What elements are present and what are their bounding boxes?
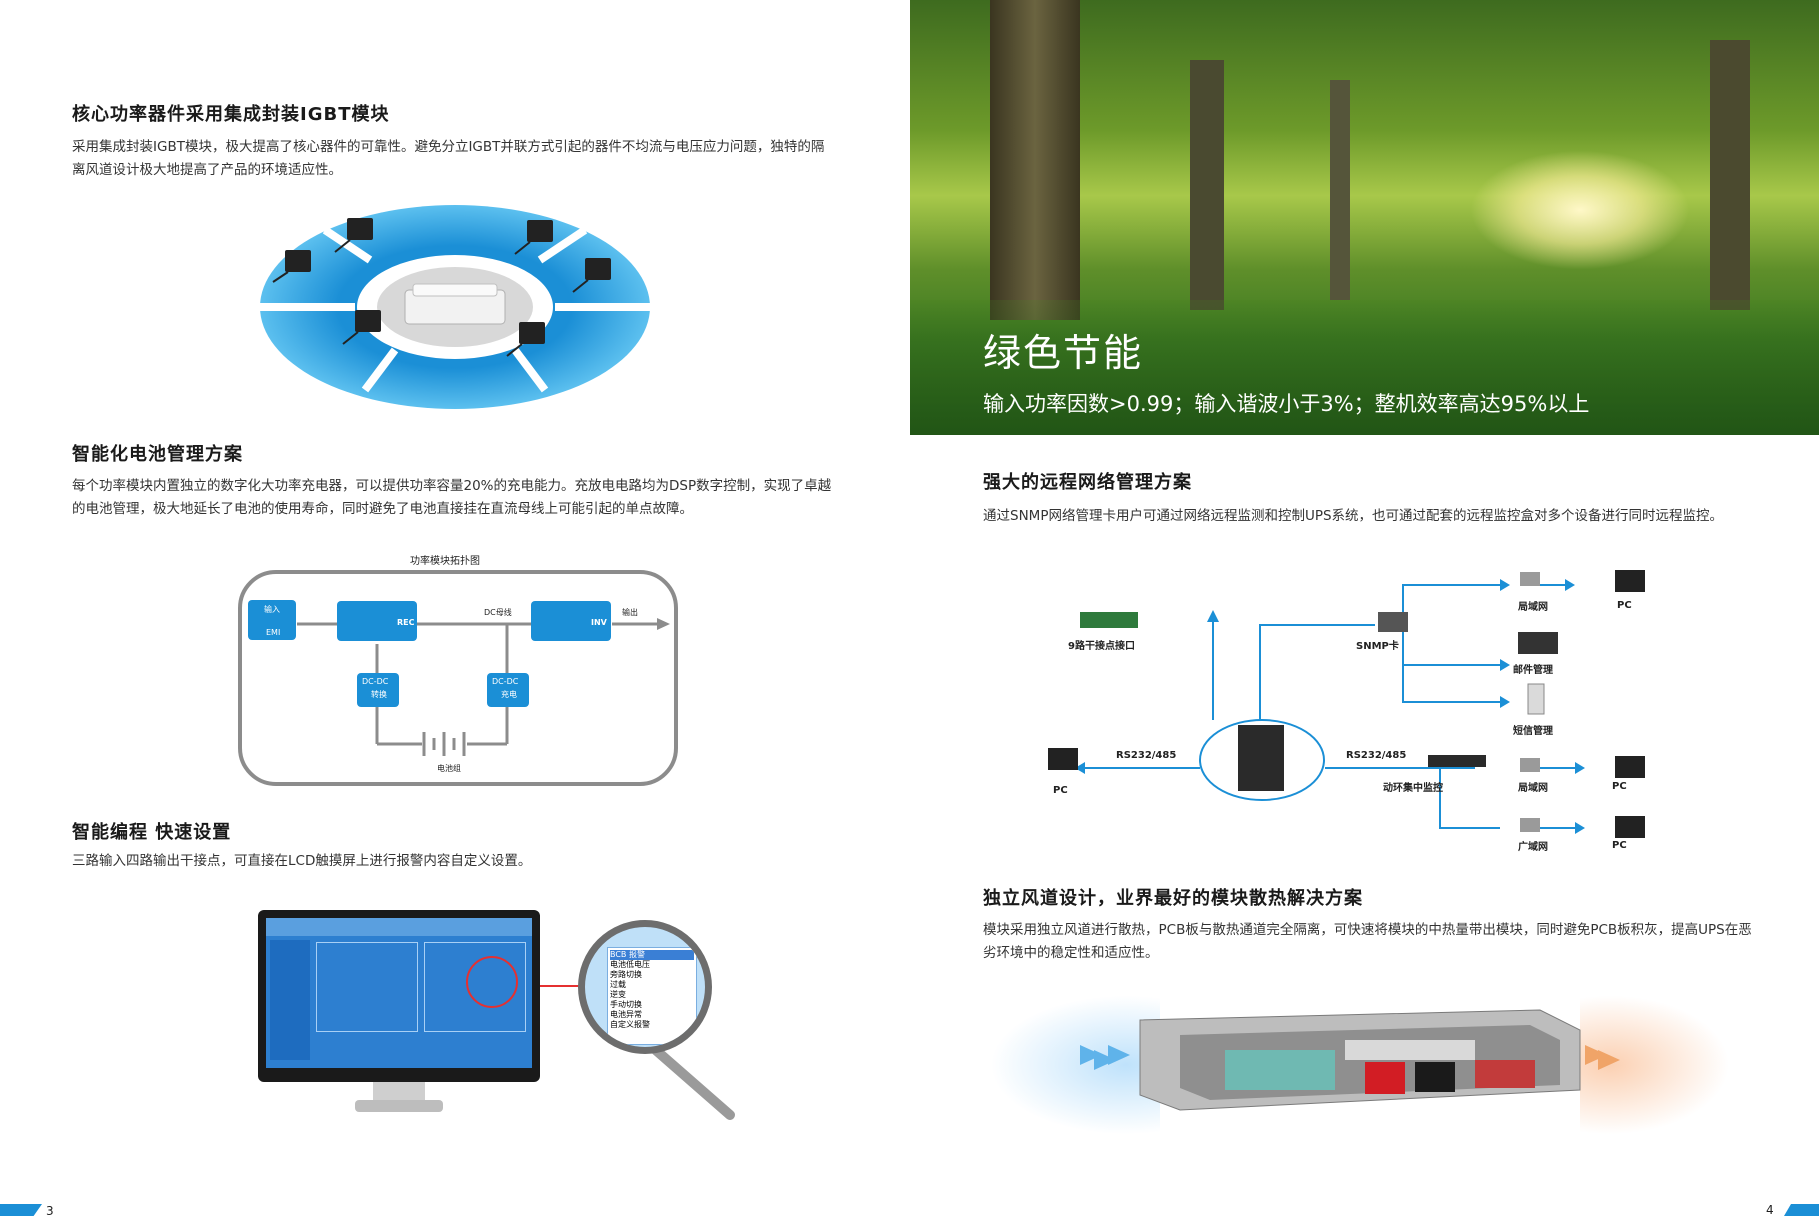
dcdc-right-label: DC-DC	[492, 677, 519, 686]
section-title-igbt: 核心功率器件采用集成封装IGBT模块	[72, 104, 390, 125]
emi-block	[248, 600, 296, 640]
magnifier-connector	[540, 985, 735, 1120]
page-number-left: 3	[46, 1204, 54, 1218]
dcdc-right-sub: 充电	[501, 690, 517, 699]
section-body-network: 通过SNMP网络管理卡用户可通过网络远程监测和控制UPS系统，也可通过配套的远程…	[983, 508, 1724, 524]
pc-icon	[1615, 570, 1645, 592]
lcd-monitor	[258, 910, 540, 1082]
output-label: 输出	[622, 608, 638, 617]
dcdc-left-label: DC-DC	[362, 677, 389, 686]
snmp-card-icon	[1378, 612, 1408, 632]
topology-lines	[297, 618, 670, 756]
label-wan: 广域网	[1518, 842, 1548, 853]
section-body-airflow: 模块采用独立风道进行散热，PCB板与散热通道完全隔离，可快速将模块的中热量带出模…	[983, 922, 1752, 961]
label-email: 邮件管理	[1513, 665, 1553, 676]
emi-label: EMI	[266, 628, 281, 637]
power-module-illustration	[1080, 1009, 1620, 1111]
banner-subtitle: 输入功率因数>0.99；输入谐波小于3%；整机效率高达95%以上	[983, 392, 1590, 416]
phone-icon	[1527, 683, 1545, 715]
sunlight-glow	[1470, 150, 1690, 270]
grass-field	[910, 300, 1819, 435]
section-title-battery: 智能化电池管理方案	[72, 444, 243, 465]
forest-banner	[910, 0, 1819, 435]
label-pc-1: PC	[1617, 600, 1632, 611]
lcd-screen	[266, 918, 532, 1068]
magnifier-lens: BCB 报警 电池低电压 旁路切换 过载 逆变 手动切换 电池异常 自定义报警	[578, 920, 712, 1054]
alarm-item: BCB 报警	[610, 950, 694, 960]
monitor-neck	[373, 1082, 425, 1100]
emi-input-label: 输入	[264, 605, 280, 614]
igbt-module-icon	[404, 283, 506, 325]
fan-icon	[1365, 1062, 1405, 1094]
alarm-item: 电池异常	[610, 1010, 642, 1019]
ups-cabinet-icon	[1238, 725, 1284, 791]
cold-air-arrows	[1080, 1045, 1130, 1070]
section-body-programming: 三路输入四路输出干接点，可直接在LCD触摸屏上进行报警内容自定义设置。	[72, 853, 532, 869]
alarm-item: 过载	[610, 980, 626, 989]
network-diagram	[1048, 570, 1645, 838]
alarm-item: 手动切换	[610, 1000, 642, 1009]
topology-title: 功率模块拓扑图	[410, 556, 480, 567]
section-title-network: 强大的远程网络管理方案	[983, 472, 1192, 493]
tree-trunk	[990, 0, 1080, 320]
label-snmp: SNMP卡	[1356, 641, 1399, 652]
monitor-box-icon	[1428, 755, 1486, 767]
alarm-item: 逆变	[610, 990, 626, 999]
pc-icon	[1048, 748, 1078, 770]
label-pc-3: PC	[1612, 840, 1627, 851]
dcdc-left-block	[357, 673, 399, 707]
igbt-ring-diagram	[260, 205, 650, 409]
battery-label: 电池组	[437, 764, 461, 773]
page-tab-left	[0, 1204, 42, 1216]
label-rs-right: RS232/485	[1346, 750, 1407, 761]
banner-title: 绿色节能	[983, 331, 1144, 375]
alarm-item: 电池低电压	[610, 960, 650, 969]
label-monitor: 动环集中监控	[1383, 783, 1443, 794]
label-dry-contact: 9路干接点接口	[1068, 641, 1135, 652]
section-body-igbt: 采用集成封装IGBT模块，极大提高了核心器件的可靠性。避免分立IGBT并联方式引…	[72, 139, 825, 178]
section-body-battery: 每个功率模块内置独立的数字化大功率充电器，可以提供功率容量20%的充电能力。充放…	[72, 478, 832, 517]
router-icon	[1520, 818, 1540, 832]
cold-air-glow	[990, 995, 1160, 1135]
label-lan-1: 局域网	[1518, 602, 1548, 613]
pc-icon	[1615, 816, 1645, 838]
page-number-right: 4	[1766, 1203, 1774, 1217]
rec-label: REC	[397, 618, 415, 627]
label-lan-2: 局域网	[1518, 783, 1548, 794]
hot-air-arrows	[1585, 1045, 1620, 1070]
dcdc-right-block	[487, 673, 529, 707]
tree-trunk	[1330, 80, 1350, 300]
page-tab-right	[1784, 1204, 1819, 1216]
inv-label: INV	[591, 618, 607, 627]
section-title-airflow: 独立风道设计，业界最好的模块散热解决方案	[983, 888, 1363, 909]
tree-trunk	[1190, 60, 1224, 310]
label-rs-left: RS232/485	[1116, 750, 1177, 761]
pc-icon	[1615, 756, 1645, 778]
alarm-item: 自定义报警	[610, 1020, 650, 1029]
label-pc-left: PC	[1053, 785, 1068, 796]
label-sms: 短信管理	[1513, 726, 1553, 737]
dcdc-left-sub: 转换	[371, 690, 387, 699]
rec-block	[337, 601, 417, 641]
router-icon	[1520, 572, 1540, 586]
dry-contact-board-icon	[1080, 612, 1138, 628]
section-title-programming: 智能编程 快速设置	[72, 822, 232, 843]
battery-symbol	[422, 732, 466, 756]
tree-trunk	[1710, 40, 1750, 310]
transistor-icons	[272, 218, 611, 357]
alarm-list: BCB 报警 电池低电压 旁路切换 过载 逆变 手动切换 电池异常 自定义报警	[607, 947, 697, 1045]
topology-frame	[238, 570, 678, 786]
label-pc-2: PC	[1612, 781, 1627, 792]
inv-block	[531, 601, 611, 641]
alarm-item: 旁路切换	[610, 970, 642, 979]
email-device-icon	[1518, 632, 1558, 654]
router-icon	[1520, 758, 1540, 772]
dc-bus-label: DC母线	[484, 608, 512, 617]
monitor-stand	[355, 1100, 443, 1112]
